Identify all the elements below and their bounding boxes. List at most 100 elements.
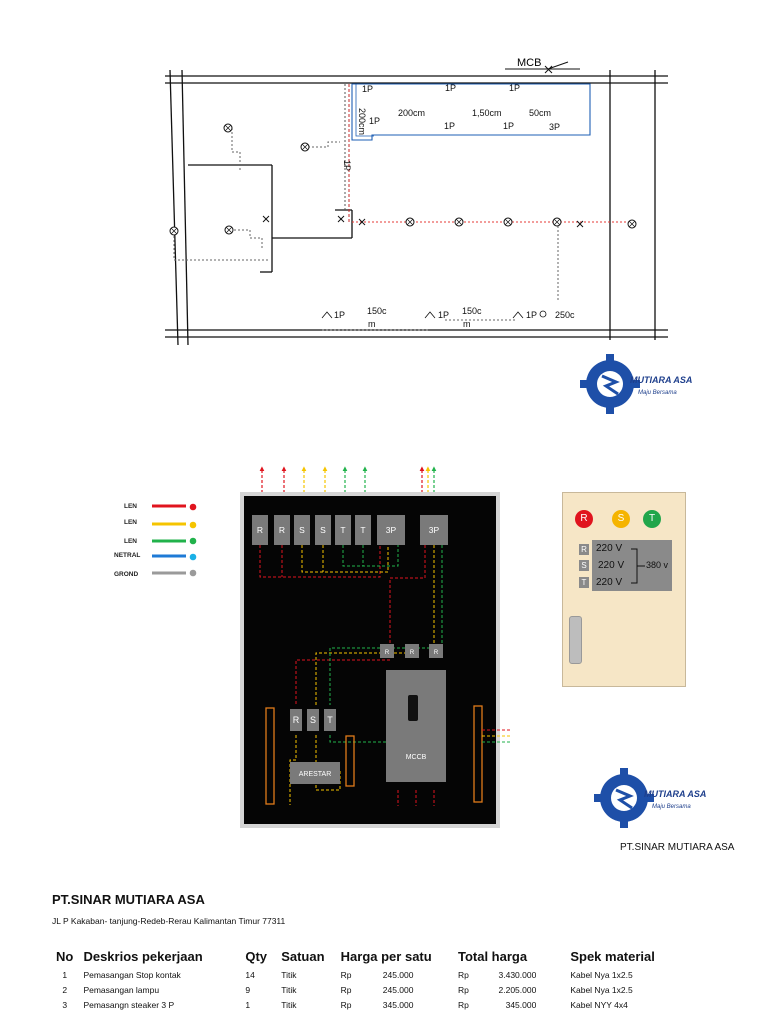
legend-label: NETRAL bbox=[114, 552, 140, 559]
svg-text:150c: 150c bbox=[462, 306, 482, 316]
cell-no: 2 bbox=[62, 985, 68, 995]
electrical-panel-diagram: ▲▲ ▲▲ ▲▲ ▲▲ ▲ R R S S T T 3P 3P bbox=[240, 464, 510, 828]
svg-text:50cm: 50cm bbox=[529, 108, 551, 118]
svg-text:200cm: 200cm bbox=[357, 108, 367, 135]
svg-text:MUTIARA ASA: MUTIARA ASA bbox=[644, 789, 706, 799]
cell-currency: Rp bbox=[457, 970, 469, 980]
svg-text:m: m bbox=[463, 319, 471, 329]
company-logo: MUTIARA ASA Maju Bersama bbox=[580, 354, 692, 414]
svg-text:1P: 1P bbox=[362, 84, 373, 94]
wiring-floor-plan: MCB 1P 1P bbox=[165, 57, 668, 346]
legend-label: LEN bbox=[124, 519, 137, 526]
col-header: Harga per satu bbox=[340, 949, 432, 964]
cell-qty: 1 bbox=[245, 1000, 251, 1010]
legend-label: LEN bbox=[124, 538, 137, 545]
col-header: Satuan bbox=[281, 949, 325, 964]
svg-text:T: T bbox=[327, 715, 333, 725]
svg-text:200cm: 200cm bbox=[398, 108, 425, 118]
cell-desc: Pemasangn steaker 3 P bbox=[83, 1000, 175, 1010]
svg-text:▲: ▲ bbox=[424, 464, 432, 473]
arrester-label: ARESTAR bbox=[299, 771, 332, 778]
svg-text:▲: ▲ bbox=[430, 464, 438, 473]
col-header: No bbox=[56, 949, 74, 964]
svg-text:▲: ▲ bbox=[341, 464, 349, 473]
cell-spec: Kabel Nya 1x2.5 bbox=[570, 970, 633, 980]
phase-indicator-t: T bbox=[643, 510, 661, 528]
kwh-meter-box: R S T R S T 220 V 220 V 220 V 380 v bbox=[562, 492, 686, 687]
svg-text:1,50cm: 1,50cm bbox=[472, 108, 502, 118]
cost-estimate-table: No Deskrios pekerjaan Qty Satuan Harga p… bbox=[48, 947, 678, 1012]
svg-text:▲: ▲ bbox=[321, 464, 329, 473]
col-header: Qty bbox=[245, 949, 268, 964]
svg-text:S: S bbox=[310, 715, 316, 725]
svg-text:MUTIARA ASA: MUTIARA ASA bbox=[630, 375, 692, 385]
company-name: PT.SINAR MUTIARA ASA bbox=[52, 892, 205, 907]
cell-price: 245.000 bbox=[382, 970, 414, 980]
breaker-label: 3P bbox=[386, 525, 397, 535]
cell-spec: Kabel NYY 4x4 bbox=[570, 1000, 628, 1010]
phase-voltage: 220 V bbox=[596, 543, 623, 554]
cell-qty: 9 bbox=[245, 985, 251, 995]
cell-unit: Titik bbox=[281, 970, 297, 980]
svg-text:R: R bbox=[293, 715, 300, 725]
svg-text:1P: 1P bbox=[438, 310, 449, 320]
legend-label: LEN bbox=[124, 503, 137, 510]
cell-spec: Kabel Nya 1x2.5 bbox=[570, 985, 633, 995]
cell-no: 3 bbox=[62, 1000, 68, 1010]
svg-text:1P: 1P bbox=[369, 116, 380, 126]
meter-handle bbox=[569, 616, 582, 664]
cell-currency: Rp bbox=[457, 1000, 469, 1010]
phase-indicator-s: S bbox=[612, 510, 630, 528]
col-header: Spek material bbox=[570, 949, 655, 964]
svg-text:Maju Bersama: Maju Bersama bbox=[638, 390, 677, 396]
breaker-label: R bbox=[257, 525, 263, 535]
svg-text:R: R bbox=[434, 650, 439, 656]
table-header-row: No Deskrios pekerjaan Qty Satuan Harga p… bbox=[48, 947, 678, 967]
cell-unit: Titik bbox=[281, 1000, 297, 1010]
cell-desc: Pemasangan lampu bbox=[83, 985, 160, 995]
cell-unit: Titik bbox=[281, 985, 297, 995]
breaker-label: T bbox=[340, 525, 345, 535]
svg-text:250c: 250c bbox=[555, 310, 575, 320]
cell-price: 245.000 bbox=[382, 985, 414, 995]
cell-total: 2.205.000 bbox=[498, 985, 537, 995]
diagram-caption: PT.SINAR MUTIARA ASA bbox=[620, 842, 735, 853]
company-address: JL P Kakaban- tanjung-Redeb-Rerau Kalima… bbox=[52, 916, 286, 926]
phase-indicator-r: R bbox=[575, 510, 593, 528]
svg-text:1P: 1P bbox=[342, 160, 352, 171]
cell-qty: 14 bbox=[245, 970, 255, 980]
phase-tag: R bbox=[579, 544, 589, 555]
cell-total: 3.430.000 bbox=[498, 970, 537, 980]
svg-text:1P: 1P bbox=[509, 83, 520, 93]
svg-text:R: R bbox=[385, 650, 390, 656]
svg-text:1P: 1P bbox=[503, 121, 514, 131]
cell-currency: Rp bbox=[340, 970, 352, 980]
cell-total: 345.000 bbox=[505, 1000, 537, 1010]
svg-text:▲: ▲ bbox=[361, 464, 369, 473]
table-row: 3 Pemasangn steaker 3 P 1 Titik Rp 345.0… bbox=[48, 997, 678, 1012]
svg-text:150c: 150c bbox=[367, 306, 387, 316]
svg-text:R: R bbox=[410, 650, 415, 656]
phase-voltage: 220 V bbox=[596, 577, 623, 588]
svg-text:1P: 1P bbox=[526, 310, 537, 320]
phase-tag: S bbox=[579, 560, 589, 571]
phase-tag: T bbox=[579, 577, 589, 588]
col-header: Deskrios pekerjaan bbox=[83, 949, 203, 964]
table-row: 1 Pemasangan Stop kontak 14 Titik Rp 245… bbox=[48, 967, 678, 982]
svg-text:3P: 3P bbox=[549, 122, 560, 132]
svg-text:Maju Bersama: Maju Bersama bbox=[652, 804, 691, 810]
mcb-label: MCB bbox=[517, 57, 541, 69]
line-voltage: 380 v bbox=[646, 560, 669, 570]
svg-text:1P: 1P bbox=[444, 121, 455, 131]
svg-text:▲: ▲ bbox=[418, 464, 426, 473]
svg-text:m: m bbox=[368, 319, 376, 329]
cell-currency: Rp bbox=[340, 985, 352, 995]
svg-text:▲: ▲ bbox=[258, 464, 266, 473]
mccb-label: MCCB bbox=[406, 754, 427, 761]
svg-text:1P: 1P bbox=[334, 310, 345, 320]
company-logo: MUTIARA ASA Maju Bersama bbox=[594, 768, 706, 828]
breaker-label: S bbox=[320, 525, 326, 535]
svg-text:1P: 1P bbox=[445, 83, 456, 93]
svg-text:▲: ▲ bbox=[280, 464, 288, 473]
legend-label: GROND bbox=[114, 571, 139, 578]
